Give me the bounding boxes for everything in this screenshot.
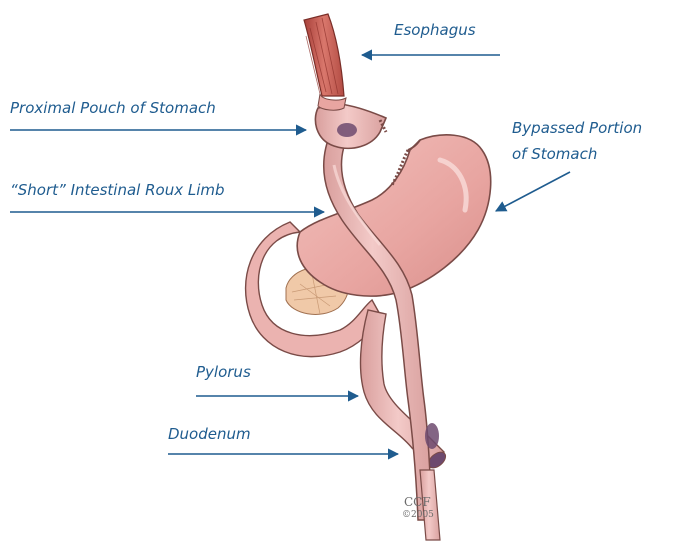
label-bypassed-portion-line2: of Stomach bbox=[512, 144, 597, 164]
proximal-pouch-shape bbox=[315, 104, 386, 148]
label-proximal-pouch: Proximal Pouch of Stomach bbox=[10, 98, 216, 118]
credit-org: CCF bbox=[404, 496, 431, 508]
label-pylorus: Pylorus bbox=[196, 362, 251, 382]
credit-year: ©2005 bbox=[402, 511, 434, 520]
label-esophagus: Esophagus bbox=[394, 20, 476, 40]
label-bypassed-portion-line1: Bypassed Portion bbox=[512, 118, 642, 138]
label-duodenum: Duodenum bbox=[168, 424, 251, 444]
arrow-bypassed-stomach bbox=[496, 172, 570, 211]
esophagus-shape bbox=[304, 14, 346, 110]
label-roux-limb: “Short” Intestinal Roux Limb bbox=[10, 180, 225, 200]
